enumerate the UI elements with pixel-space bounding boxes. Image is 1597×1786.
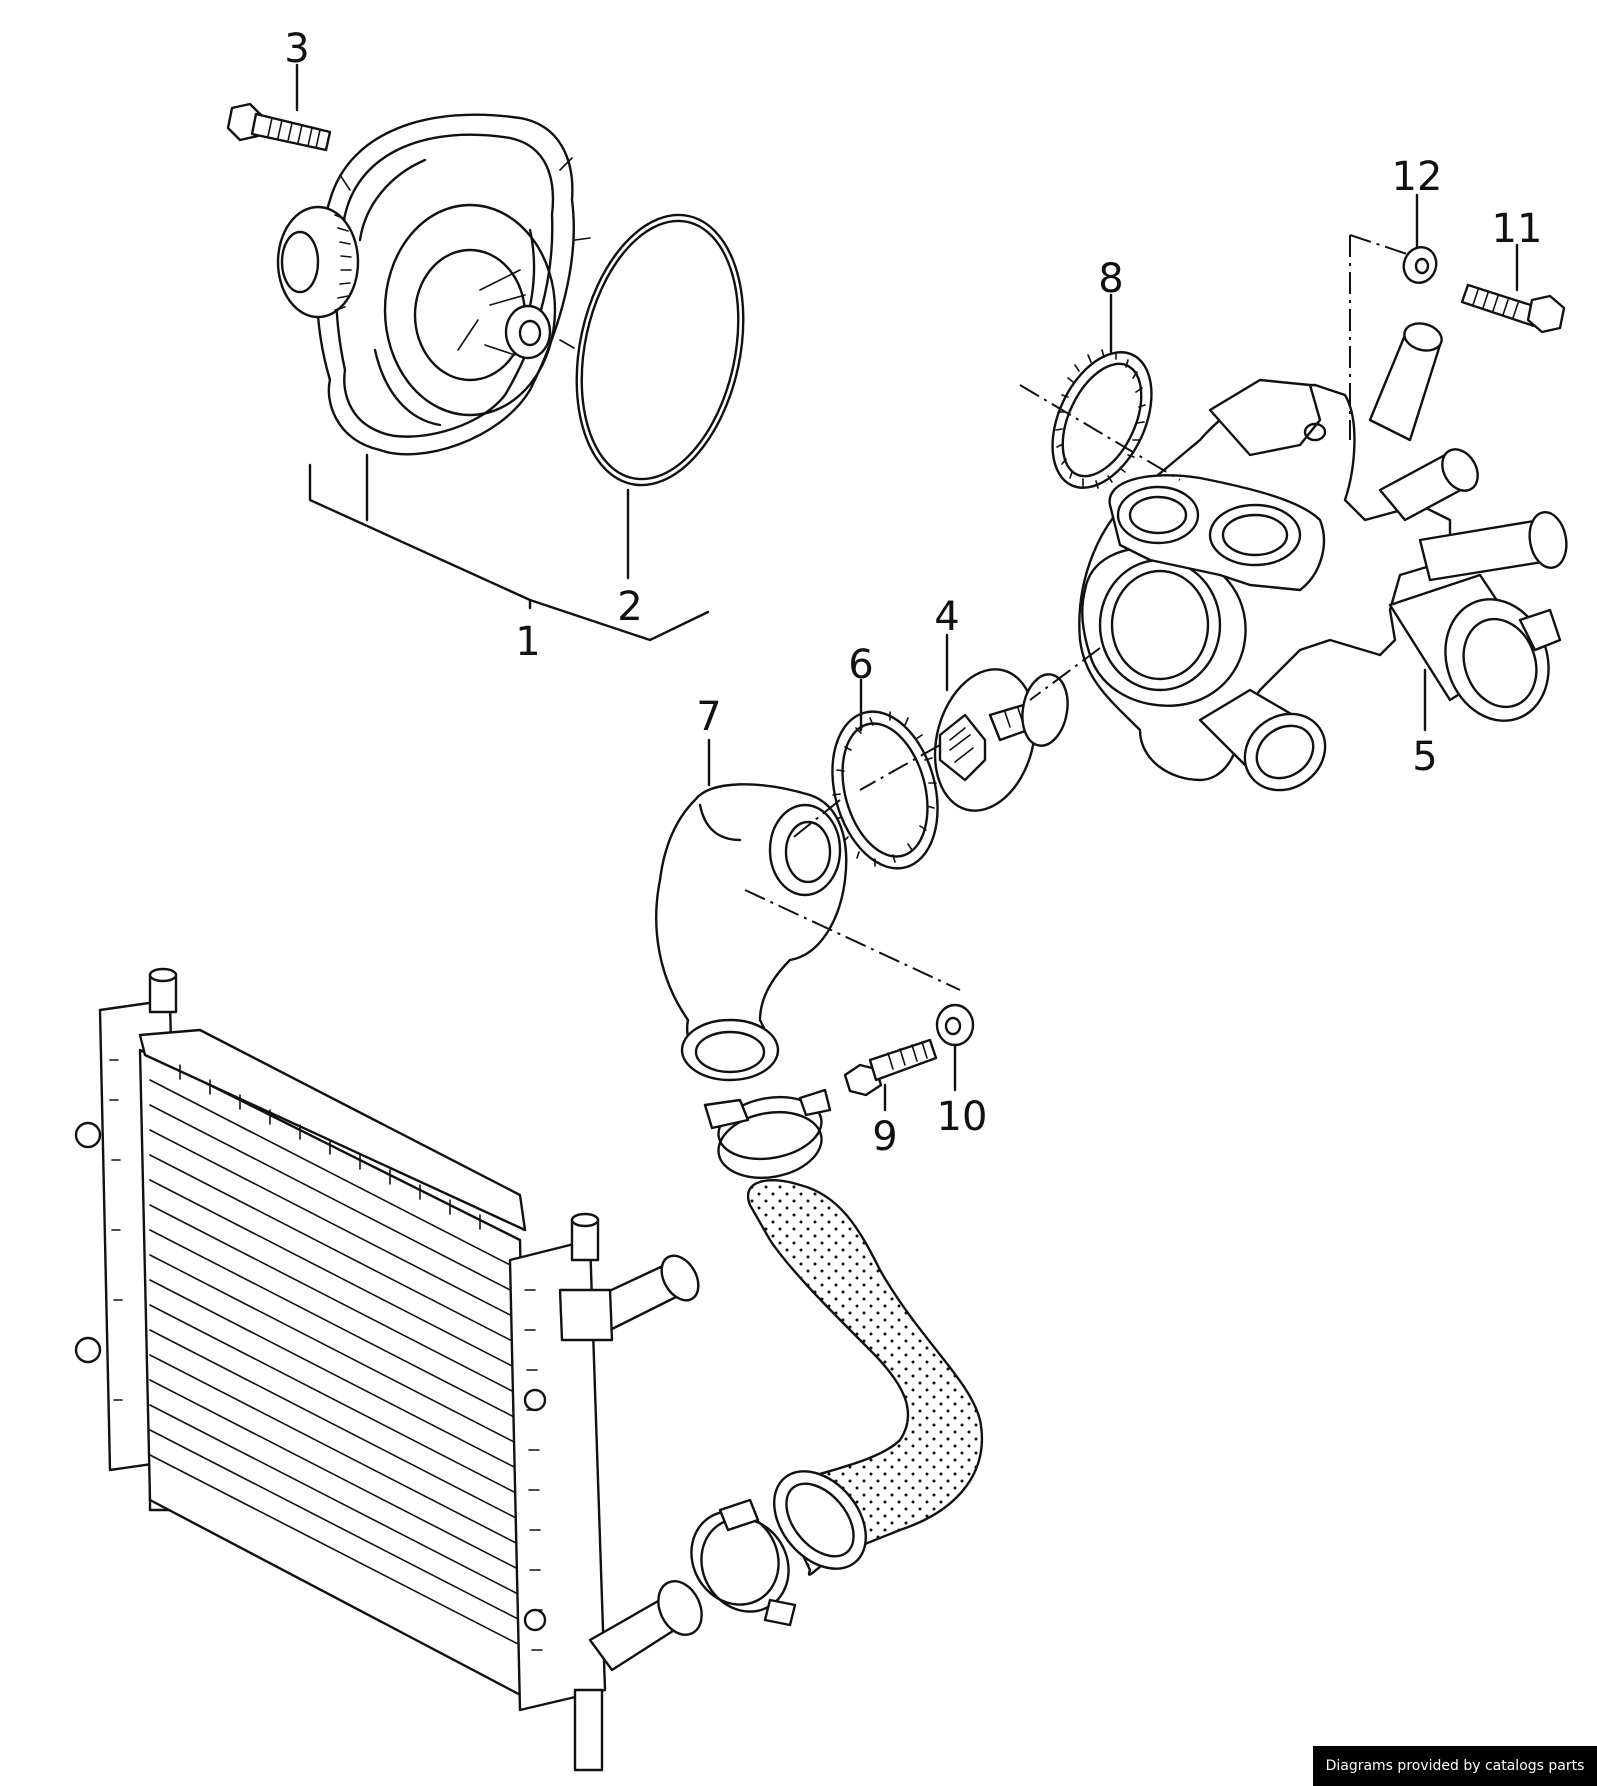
callout-5: 5: [1412, 734, 1437, 780]
callout-7: 7: [696, 694, 721, 740]
callout-11: 11: [1492, 206, 1543, 252]
water-pump-part: [276, 113, 591, 456]
callout-8: 8: [1098, 256, 1123, 302]
callout-1: 1: [515, 619, 540, 665]
callout-6: 6: [848, 642, 873, 688]
gasket-part-8: [1051, 349, 1153, 489]
thermostat-part-4: [933, 668, 1069, 812]
bolt-part-3: [226, 102, 332, 152]
callout-3: 3: [284, 26, 309, 72]
callout-labels: 1 2 3 4 5 6 7 8 9 10 11 12: [284, 26, 1542, 1160]
callout-10: 10: [937, 1094, 988, 1140]
callout-2: 2: [617, 584, 642, 630]
coolant-flange-part-5: [1078, 322, 1568, 792]
seal-part-12: [1402, 246, 1438, 284]
hose-clamp-upper: [703, 1088, 832, 1179]
callout-4: 4: [934, 594, 959, 640]
radiator: [74, 967, 703, 1772]
coolant-hose: [746, 1178, 984, 1576]
bolt-part-11: [1460, 283, 1566, 334]
leader-lines: [295, 63, 1519, 1112]
coolant-elbow-part-7: [655, 783, 848, 1082]
callout-12: 12: [1392, 154, 1443, 200]
hose-clamp-lower: [690, 1498, 797, 1627]
o-ring-part-2: [575, 213, 745, 487]
bolt-part-9: [843, 1038, 938, 1097]
assembly-bracket: [308, 453, 710, 642]
callout-9: 9: [872, 1114, 897, 1160]
footer-credit: Diagrams provided by catalogs parts: [1313, 1746, 1597, 1786]
washer-part-10: [935, 1003, 975, 1047]
